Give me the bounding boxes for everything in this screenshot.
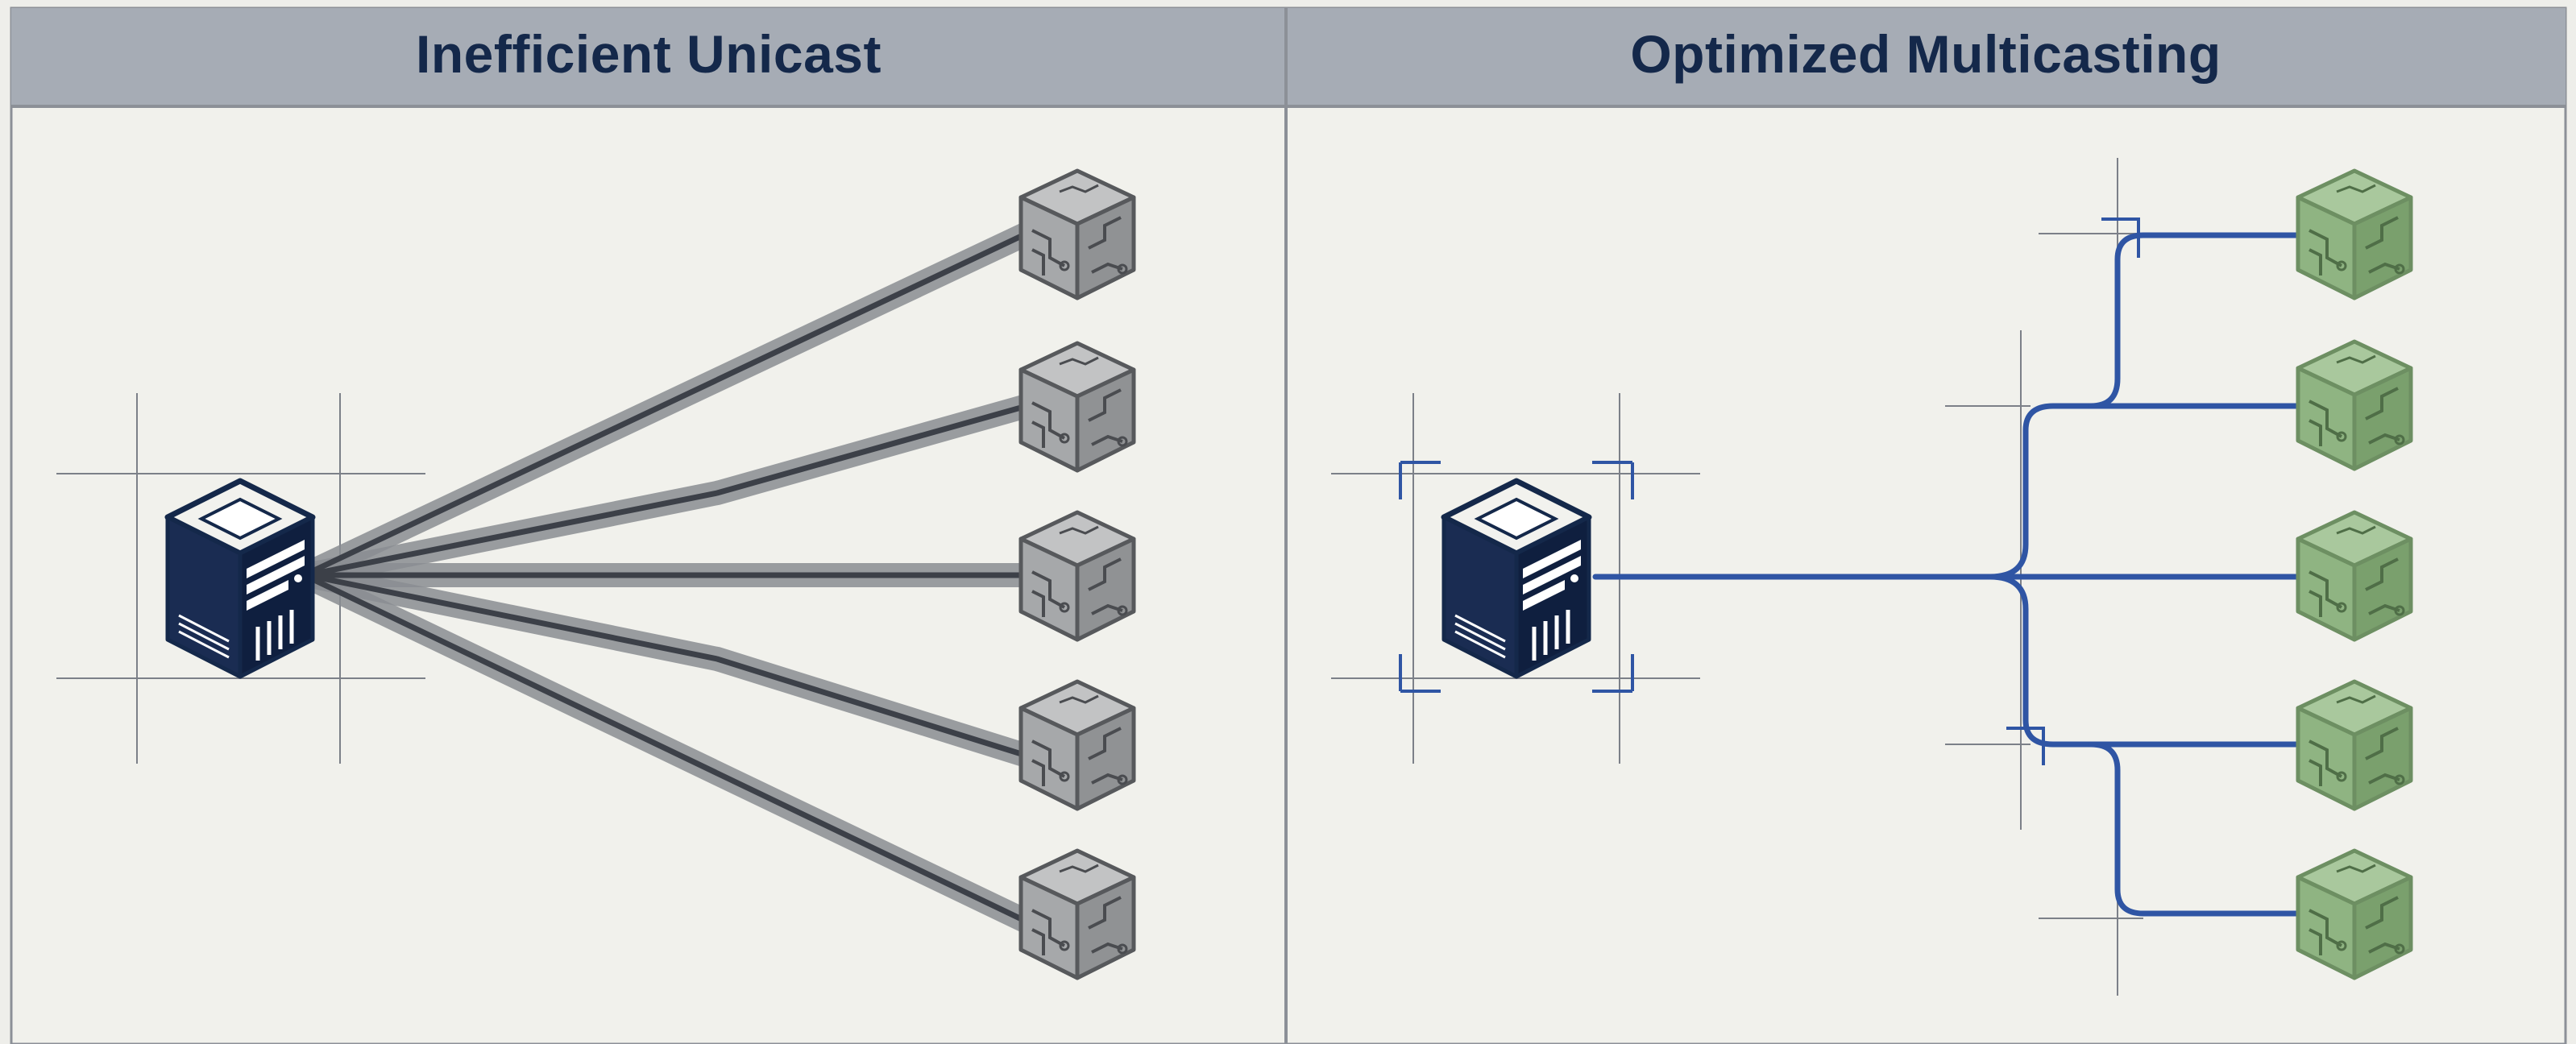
multicast-tree bbox=[1592, 232, 2300, 917]
header-bar bbox=[11, 8, 2566, 106]
unicast-receiver-5-icon bbox=[1021, 851, 1134, 978]
unicast-receiver-3-icon bbox=[1021, 512, 1134, 640]
multicast-server-icon bbox=[1444, 481, 1589, 677]
unicast-server-icon bbox=[168, 481, 313, 677]
multicast-panel-title: Optimized Multicasting bbox=[1630, 24, 2221, 84]
multicast-receiver-4-icon bbox=[2298, 682, 2411, 809]
diagram-frame bbox=[10, 6, 2567, 1044]
server-frame-marks bbox=[1399, 218, 2140, 765]
unicast-panel-title: Inefficient Unicast bbox=[416, 24, 881, 84]
multicast-receiver-5-icon bbox=[2298, 851, 2411, 978]
unicast-receiver-2-icon bbox=[1021, 343, 1134, 470]
multicast-receiver-2-icon bbox=[2298, 342, 2411, 469]
multicast-receiver-3-icon bbox=[2298, 512, 2411, 640]
unicast-path-cores bbox=[311, 230, 1030, 925]
multicast-receiver-1-icon bbox=[2298, 171, 2411, 298]
unicast-receiver-4-icon bbox=[1021, 682, 1134, 809]
unicast-receiver-1-icon bbox=[1021, 171, 1134, 298]
